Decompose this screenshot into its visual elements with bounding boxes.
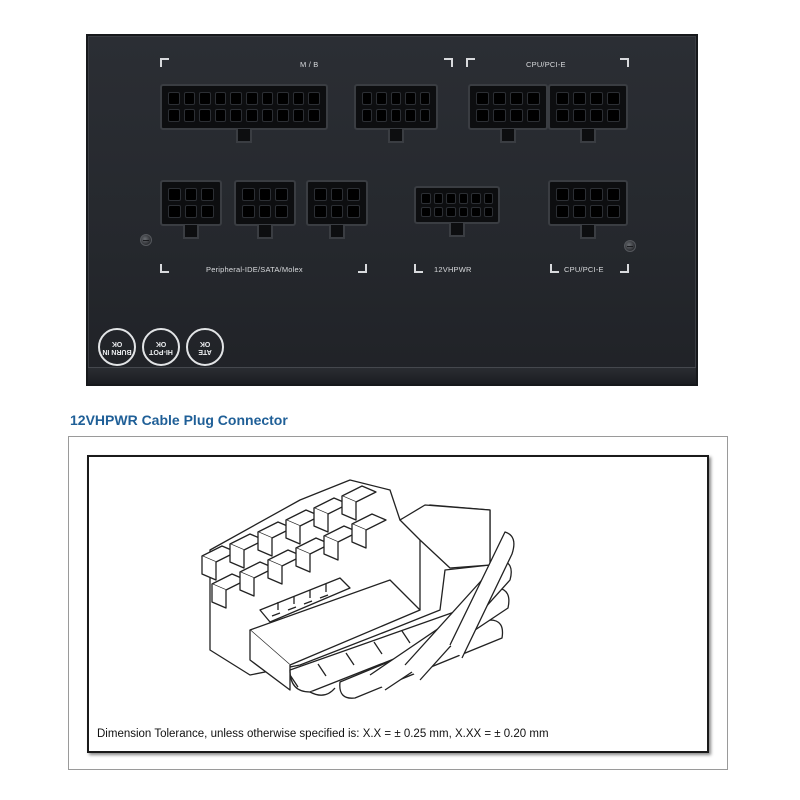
psu-modular-panel: M / B CPU/PCI-E [86,34,698,386]
screw-icon [624,240,636,252]
silkscreen-bracket [620,264,629,273]
label-cpu-pcie-bottom: CPU/PCI-E [564,265,604,274]
silkscreen-bracket [620,58,629,67]
connector-peripheral-3 [306,180,368,239]
silkscreen-bracket [444,58,453,67]
label-mb: M / B [300,60,319,69]
connector-peripheral-1 [160,180,222,239]
connector-cpu-pcie-2 [548,84,628,143]
screw-icon [140,234,152,246]
connector-cpu-pcie-3 [548,180,628,239]
silkscreen-bracket [414,264,423,273]
silkscreen-bracket [466,58,475,67]
label-12vhpwr: 12VHPWR [434,265,472,274]
connector-mb-aux [354,84,438,143]
connector-peripheral-2 [234,180,296,239]
silkscreen-bracket [358,264,367,273]
connector-cpu-pcie-1 [468,84,548,143]
label-peripheral: Peripheral-IDE/SATA/Molex [206,265,303,274]
tolerance-note: Dimension Tolerance, unless otherwise sp… [97,728,549,740]
section-title: 12VHPWR Cable Plug Connector [70,412,288,428]
label-cpu-pcie-top: CPU/PCI-E [526,60,566,69]
silkscreen-bracket [550,264,559,273]
12vhpwr-plug-drawing [201,479,515,699]
silkscreen-bracket [160,264,169,273]
connector-12vhpwr [414,186,500,237]
connector-mb-24pin [160,84,328,143]
silkscreen-bracket [160,58,169,67]
